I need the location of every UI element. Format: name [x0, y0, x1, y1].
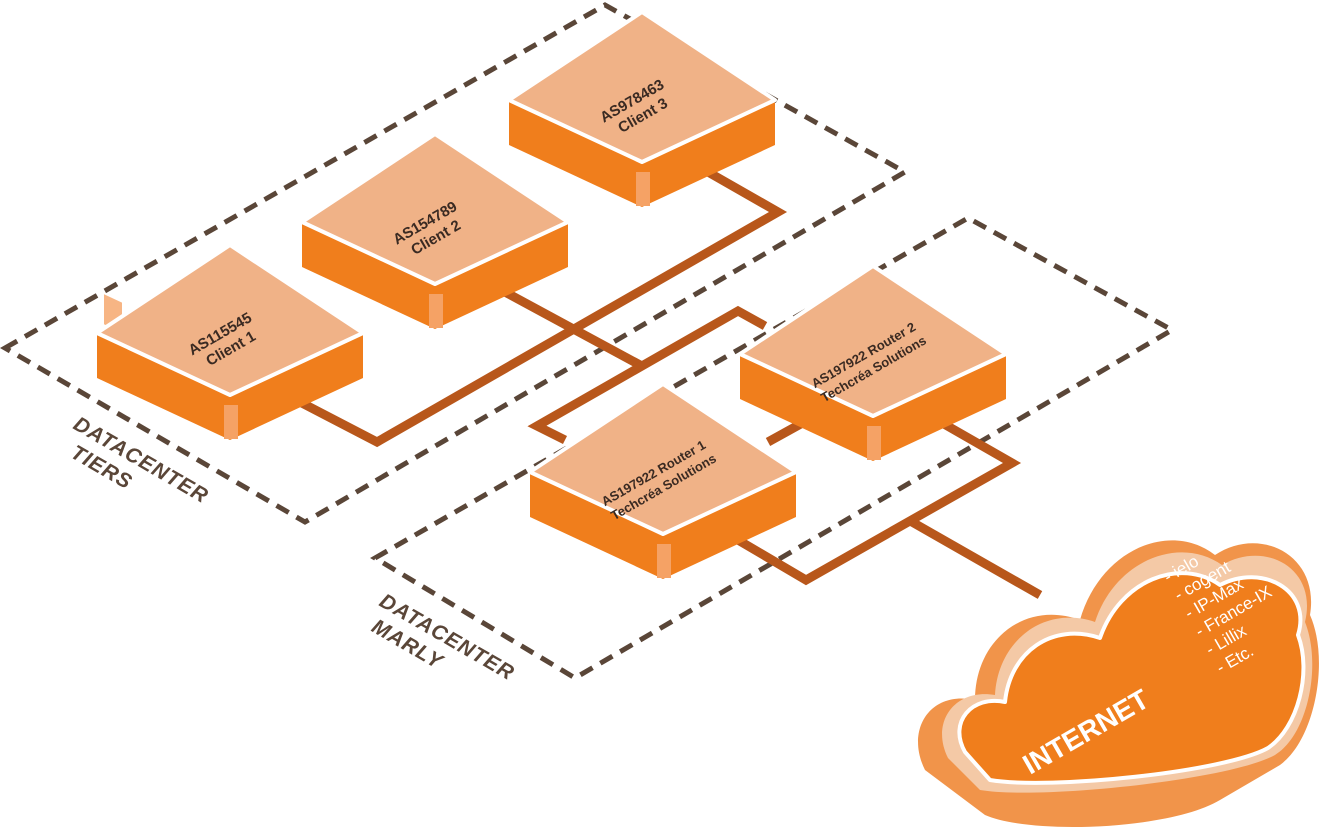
link-router2-internet: [909, 518, 1043, 599]
client2-top: [300, 132, 570, 286]
client1-box: AS115545 Client 1: [95, 243, 365, 440]
links: [297, 168, 1043, 599]
client1-top: [95, 243, 365, 397]
client3-box: AS978463 Client 3: [507, 10, 777, 207]
router1-box: AS197922 Router 1 Techcréa Solutions: [528, 382, 798, 579]
client2-box: AS154789 Client 2: [300, 132, 570, 329]
link-router1-internet: [735, 420, 1022, 586]
client3-top: [507, 10, 777, 164]
zone-marly-boundary: [370, 215, 1178, 681]
router1-top: [528, 382, 798, 536]
zone-marly-label: DATACENTER MARLY: [368, 589, 519, 685]
zone-tiers-label: DATACENTER TIERS: [67, 412, 212, 508]
internet-cloud: INTERNET - ielo - cogent - IP-Max - Fran…: [918, 540, 1319, 827]
internet-cloud-face: [957, 571, 1306, 785]
router2-top: [738, 264, 1008, 418]
link-client2-router1: [502, 288, 643, 369]
link-router-interconnect: [527, 305, 768, 445]
router2-box: AS197922 Router 2 Techcréa Solutions: [738, 264, 1008, 461]
zone-tiers-boundary: [0, 2, 911, 525]
